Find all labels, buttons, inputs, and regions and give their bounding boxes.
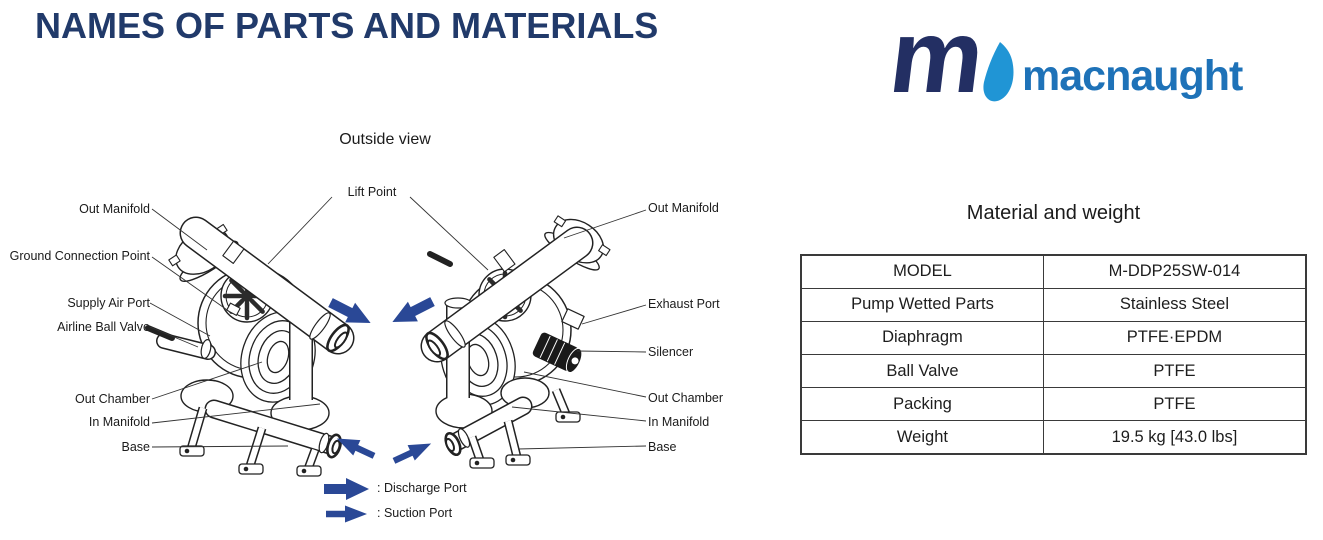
legend-discharge-port: : Discharge Port <box>377 481 467 495</box>
in-manifold-tube-left <box>204 399 342 459</box>
logo-m-mark: m <box>888 16 1014 108</box>
label-out-manifold-left: Out Manifold <box>79 202 150 216</box>
suction-arrow-right-icon <box>390 435 435 469</box>
label-out-chamber-left: Out Chamber <box>74 392 150 406</box>
spec-name-cell: Ball Valve <box>800 353 1044 389</box>
pump-right-view <box>387 215 611 469</box>
macnaught-logo-mark-icon: m <box>888 16 1014 108</box>
exhaust-port-part <box>561 308 585 330</box>
label-lift-point: Lift Point <box>347 185 397 199</box>
label-exhaust-port: Exhaust Port <box>648 297 720 311</box>
out-manifold-tube-left <box>179 216 355 355</box>
pump-left-view <box>145 216 378 477</box>
label-in-manifold-left: In Manifold <box>88 415 150 429</box>
table-row: Diaphragm PTFE·EPDM <box>800 320 1307 355</box>
label-in-manifold-right: In Manifold <box>648 415 710 429</box>
logo-wordmark: macnaught <box>1022 52 1243 100</box>
airline-ball-valve-part <box>145 325 216 360</box>
spec-value-cell: PTFE <box>1042 387 1307 422</box>
materials-table: MODEL M-DDP25SW-014 Pump Wetted Parts St… <box>800 254 1307 455</box>
spec-value-cell: Stainless Steel <box>1042 287 1307 322</box>
page-title: NAMES OF PARTS AND MATERIALS <box>35 5 659 46</box>
base-legs-right <box>467 388 581 469</box>
table-row: Ball Valve PTFE <box>800 353 1307 389</box>
table-row: Pump Wetted Parts Stainless Steel <box>800 287 1307 322</box>
svg-text:m: m <box>888 16 991 108</box>
macnaught-logo: m macnaught <box>888 16 1278 108</box>
label-ground-connection-point: Ground Connection Point <box>9 249 150 263</box>
discharge-arrow-right-icon <box>387 291 438 332</box>
suction-port-arrow-icon <box>326 505 367 523</box>
label-airline-ball-valve: Airline Ball Valve <box>57 320 150 334</box>
leader-lines <box>149 196 647 450</box>
label-out-manifold-right: Out Manifold <box>648 201 719 215</box>
in-manifold-tube-right <box>444 396 533 457</box>
spec-name-cell: Diaphragm <box>800 320 1044 355</box>
base-legs-left <box>179 406 322 477</box>
materials-heading: Material and weight <box>966 202 1141 224</box>
label-out-chamber-right: Out Chamber <box>648 391 724 405</box>
handle-part-right <box>427 251 453 267</box>
table-row: MODEL M-DDP25SW-014 <box>800 254 1307 289</box>
label-supply-air-port: Supply Air Port <box>67 296 150 310</box>
outside-view-heading: Outside view <box>339 131 431 148</box>
table-row: Packing PTFE <box>800 387 1307 422</box>
label-silencer: Silencer <box>648 345 694 359</box>
spec-name-cell: Pump Wetted Parts <box>800 287 1044 322</box>
spec-value-cell: PTFE·EPDM <box>1042 320 1307 355</box>
silencer-part <box>532 332 583 374</box>
spec-value-cell: PTFE <box>1042 353 1307 389</box>
discharge-port-arrow-icon <box>324 478 369 500</box>
legend-suction-port: : Suction Port <box>377 506 453 520</box>
spec-value-cell: 19.5 kg [43.0 lbs] <box>1042 420 1307 455</box>
label-base-left: Base <box>121 440 151 454</box>
label-base-right: Base <box>648 440 677 454</box>
spec-name-cell: MODEL <box>800 254 1044 289</box>
spec-value-cell: M-DDP25SW-014 <box>1042 254 1307 289</box>
spec-name-cell: Packing <box>800 387 1044 422</box>
ground-connection-point-part <box>226 302 241 316</box>
out-manifold-tube-right <box>420 226 594 363</box>
spec-name-cell: Weight <box>800 420 1044 455</box>
table-row: Weight 19.5 kg [43.0 lbs] <box>800 420 1307 455</box>
logo-droplet-icon <box>983 42 1014 102</box>
